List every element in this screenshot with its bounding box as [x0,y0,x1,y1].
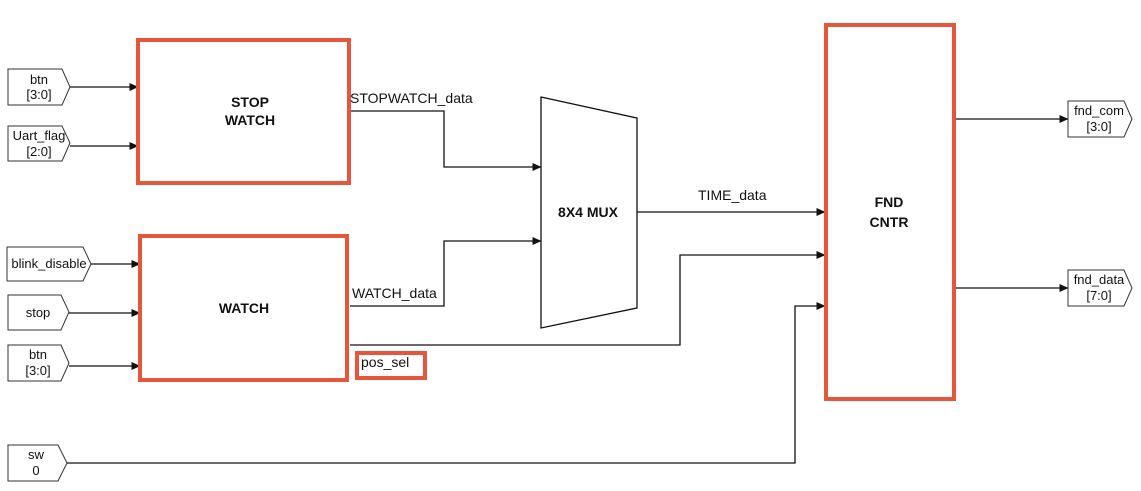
pos-sel-label: pos_sel [361,354,409,370]
watch-data-label: WATCH_data [352,285,437,301]
time-data-label: TIME_data [698,187,767,203]
fnd-cntr-title-line1: FND [875,194,904,210]
input-port-stop: stop [7,294,70,331]
btn-bottom-label: btn [29,347,47,362]
wires [67,83,1069,464]
watch-block: WATCH [138,234,349,382]
output-port-fnd-com: fnd_com [3:0] [1067,100,1133,138]
btn-bottom-width: [3:0] [25,363,50,378]
wire-watch-data [350,237,542,307]
uart-flag-label: Uart_flag [13,128,66,143]
fnd-data-width: [7:0] [1086,288,1111,303]
output-port-fnd-data: fnd_data [7:0] [1067,269,1133,307]
stopwatch-data-label: STOPWATCH_data [350,90,473,106]
input-port-btn-bottom: btn [3:0] [7,344,70,382]
pos-sel-highlight: pos_sel [355,351,427,380]
wire-stopwatch-data [350,110,542,171]
sw-width: 0 [32,463,39,478]
stopwatch-block: STOP WATCH [136,38,351,185]
wire-pos-sel [350,251,826,346]
input-port-btn-top: btn [3:0] [7,68,71,106]
btn-top-width: [3:0] [26,87,51,102]
fnd-cntr-block: FND CNTR [824,23,956,401]
fnd-cntr-title-line2: CNTR [870,214,909,230]
input-port-sw: sw 0 [7,444,68,482]
fnd-com-label: fnd_com [1074,103,1124,118]
watch-title: WATCH [219,300,269,316]
mux-block: 8X4 MUX [540,96,638,329]
input-port-blink-disable: blink_disable [6,246,92,282]
blink-disable-label: blink_disable [11,256,86,271]
uart-flag-width: [2:0] [26,144,51,159]
fnd-data-label: fnd_data [1074,272,1125,287]
stopwatch-title-line1: STOP [231,94,269,110]
stop-label: stop [26,305,51,320]
stopwatch-title-line2: WATCH [225,112,275,128]
wire-sw [67,302,826,464]
fnd-com-width: [3:0] [1086,119,1111,134]
mux-title: 8X4 MUX [558,204,619,220]
input-port-uart-flag: Uart_flag [2:0] [7,125,71,162]
btn-top-label: btn [30,72,48,87]
sw-label: sw [28,447,45,462]
